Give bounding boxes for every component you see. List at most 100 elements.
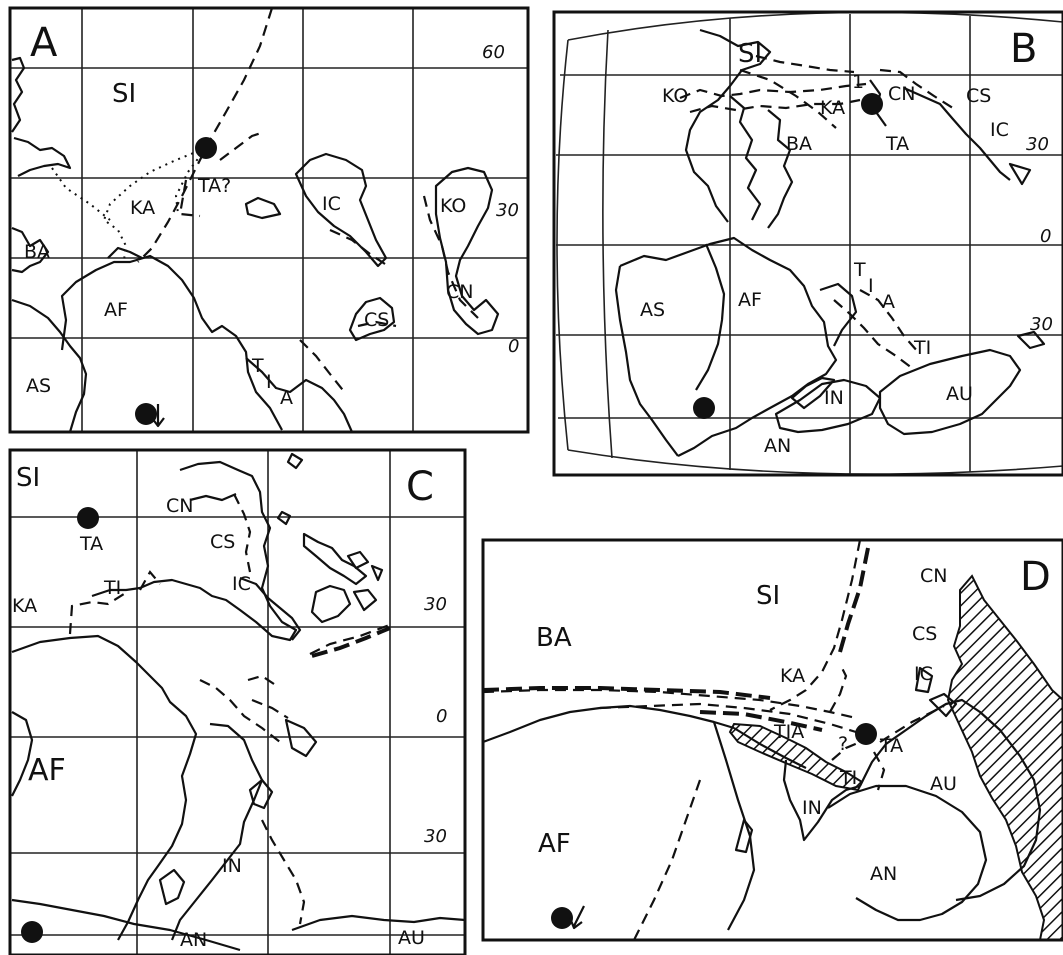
panel-c-pole-marker-south [21, 921, 43, 943]
panel-d-label-question: ? [838, 733, 848, 755]
panel-a-pole-marker-south [135, 403, 157, 425]
panel-b-grid [556, 14, 1063, 474]
panel-d-label-tia: TIA [773, 721, 804, 743]
panel-c-label-si: SI [16, 463, 40, 493]
panel-d-pole-arrow [568, 905, 585, 930]
panel-a-coastlines [11, 56, 500, 432]
panel-d-label-ic: IC [914, 663, 933, 685]
panel-d-label-si: SI [756, 581, 780, 611]
panel-d-label-ta: TA [879, 735, 903, 757]
panel-a: A 60 30 0 SI TA? KA BA AF AS IC KO CN CS… [8, 6, 530, 434]
panel-a-dotted-paths [51, 147, 207, 261]
panel-c-label-in: IN [222, 855, 242, 877]
panel-a-label-cn: CN [446, 281, 473, 303]
panel-a-label-si: SI [112, 79, 136, 109]
panel-a-label-af: AF [104, 299, 128, 321]
panel-d-label-cn: CN [920, 565, 947, 587]
panel-b-lat-0: 0 [1040, 226, 1051, 247]
panel-a-label-ba: BA [24, 241, 50, 263]
panel-d-dashed-boundaries [483, 540, 945, 940]
panel-c-label-ka: KA [12, 595, 37, 617]
panel-b-pole-marker [861, 93, 883, 115]
panel-b-letter: B [1010, 26, 1037, 72]
panel-c-lat-30-north: 30 [424, 594, 447, 615]
panel-b-label-as: AS [640, 299, 665, 321]
panel-b-lat-30-south: 30 [1030, 314, 1053, 335]
panel-c-label-cn: CN [166, 495, 193, 517]
panel-b-grid-frame-ellipse [556, 12, 1063, 475]
panel-c-frame [8, 448, 467, 955]
panel-b-label-ka: KA [820, 97, 845, 119]
panel-a-label-ka: KA [130, 197, 155, 219]
panel-a-frame [8, 6, 530, 434]
panel-c-label-au: AU [398, 927, 425, 949]
panel-b-label-au: AU [946, 383, 973, 405]
panel-d-label-af: AF [538, 829, 571, 859]
panel-b-lat-30-north: 30 [1026, 134, 1049, 155]
panel-a-grid [10, 8, 528, 432]
panel-b-label-1: 1 [852, 71, 864, 93]
panel-c-coastlines [11, 452, 465, 952]
panel-b-label-ti: TI [913, 337, 931, 359]
panel-a-dashed-boundaries [137, 8, 479, 395]
panel-b-label-af: AF [738, 289, 762, 311]
panel-d-pole-marker [855, 723, 877, 745]
panel-a-label-t: T [251, 355, 264, 377]
panel-d-label-ka: KA [780, 665, 805, 687]
panel-c-label-an: AN [180, 929, 207, 951]
panel-d-label-cs: CS [912, 623, 937, 645]
panel-a-label-ta: TA? [197, 175, 231, 197]
panel-a-lat-0: 0 [508, 336, 519, 357]
panel-a-lat-30: 30 [496, 200, 519, 221]
panel-d-letter: D [1020, 554, 1051, 600]
panel-b-label-ba: BA [786, 133, 812, 155]
panel-d-hatched-region [946, 574, 1063, 940]
panel-b-label-i: I [868, 275, 874, 297]
panel-c-lat-30-south: 30 [424, 826, 447, 847]
panel-d-label-an: AN [870, 863, 897, 885]
panel-b-label-cn: CN [888, 83, 915, 105]
panel-d-coastlines [483, 666, 1042, 931]
panel-c-letter: C [406, 464, 434, 510]
panel-a-label-as: AS [26, 375, 51, 397]
panel-c-dashed-boundaries [68, 493, 393, 925]
panel-c-label-af: AF [28, 753, 66, 788]
panel-c-label-cs: CS [210, 531, 235, 553]
panel-c-label-ta: TA [79, 533, 103, 555]
panel-d: D SI BA KA CN CS IC TIA ? TA TI IN AU AF… [481, 538, 1063, 942]
panel-a-label-ko: KO [440, 195, 466, 217]
panel-c-lat-0: 0 [436, 706, 447, 727]
panel-b-frame [552, 10, 1063, 477]
panel-b-label-a: A [882, 291, 895, 313]
panel-b: B 30 0 30 SI KO KA BA 1 CN TA CS IC AS A… [552, 10, 1063, 477]
panel-c-grid [10, 450, 465, 955]
panel-b-label-cs: CS [966, 85, 991, 107]
panel-d-frame [481, 538, 1063, 942]
panel-d-pole-marker-south [551, 907, 573, 929]
panel-c: C 30 0 30 SI TA CN CS IC KA TI AF IN AN … [8, 448, 467, 955]
panel-d-label-in: IN [802, 797, 822, 819]
panel-a-lat-60: 60 [482, 42, 505, 63]
panel-a-pole-arrow [151, 404, 165, 428]
panel-d-label-au: AU [930, 773, 957, 795]
panel-b-label-t: T [853, 259, 866, 281]
panel-b-label-ko: KO [662, 85, 688, 107]
panel-b-coastlines [614, 28, 1046, 457]
panel-a-pole-marker [195, 137, 217, 159]
panel-a-label-i: I [266, 371, 272, 393]
panel-d-label-ti: TI [839, 767, 857, 789]
panel-a-label-ic: IC [322, 193, 341, 215]
panel-b-label-ta: TA [885, 133, 909, 155]
panel-c-pole-marker [77, 507, 99, 529]
panel-b-dashed-boundaries [679, 54, 957, 369]
panel-b-label-si: SI [738, 39, 762, 69]
panel-d-hatched-belt [728, 722, 864, 792]
panel-a-label-a: A [280, 387, 293, 409]
panel-c-label-ic: IC [232, 573, 251, 595]
panel-d-label-ba: BA [536, 623, 572, 653]
panel-c-label-ti: TI [103, 577, 121, 599]
panel-a-letter: A [30, 20, 58, 66]
panel-b-label-an: AN [764, 435, 791, 457]
panel-b-label-ic: IC [990, 119, 1009, 141]
